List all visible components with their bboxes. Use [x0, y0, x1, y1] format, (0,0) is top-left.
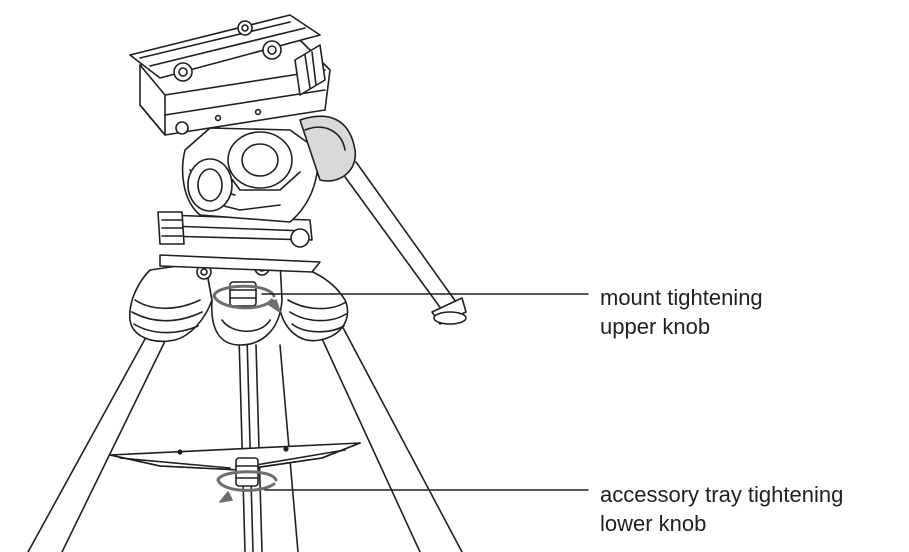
callout-label-upper-line-2: upper knob [600, 314, 711, 339]
callout-label-lower-line-1: accessory tray tightening [600, 482, 844, 507]
mount-head [129, 14, 331, 136]
callout-label-lower-knob: accessory tray tightening lower knob [600, 480, 843, 538]
counterweight-shaft [339, 161, 467, 325]
lower-knob [216, 457, 278, 503]
accessory-tray [109, 442, 361, 471]
gear-housing [181, 115, 357, 223]
upper-knob [212, 281, 281, 313]
callout-label-upper-line-1: mount tightening [600, 285, 763, 310]
callout-label-upper-knob: mount tightening upper knob [600, 283, 763, 341]
callout-label-lower-line-2: lower knob [600, 511, 707, 536]
